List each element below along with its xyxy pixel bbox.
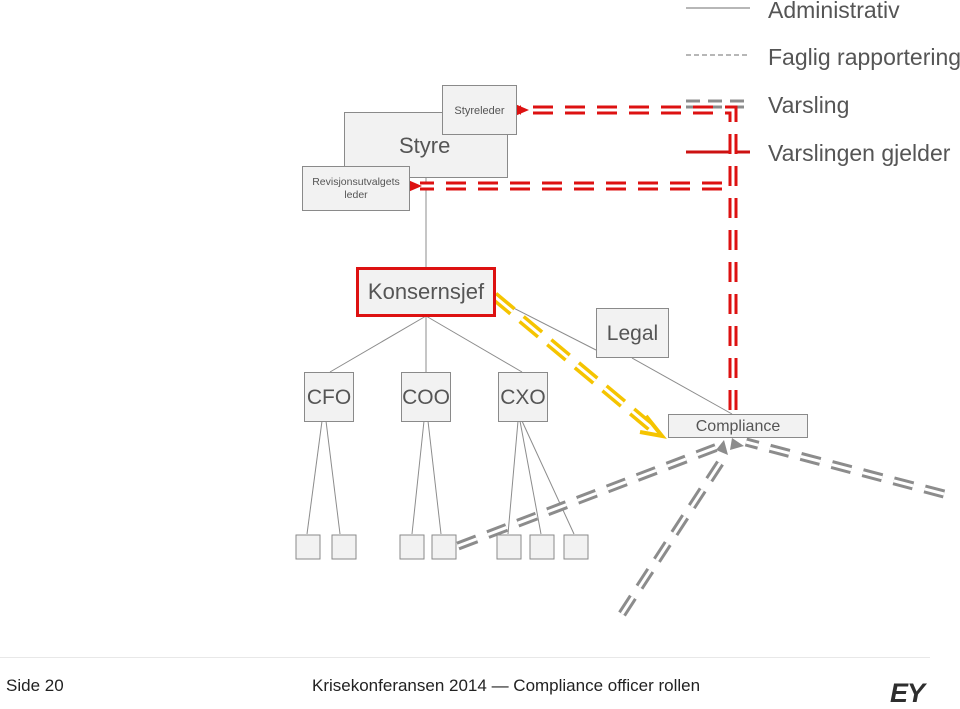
employee-box bbox=[295, 534, 321, 560]
red-whistle-lines bbox=[408, 104, 738, 410]
yellow-whistle-line bbox=[490, 292, 667, 439]
coo-label: COO bbox=[402, 386, 450, 409]
cxo-box: CXO bbox=[498, 372, 548, 422]
legend-professional-reporting: Faglig rapportering bbox=[768, 44, 960, 70]
board-chair-box: Styreleder bbox=[442, 85, 517, 135]
employee-box bbox=[431, 534, 457, 560]
employee-box bbox=[496, 534, 522, 560]
cfo-label: CFO bbox=[306, 386, 352, 409]
legal-box: Legal bbox=[596, 308, 669, 358]
legend-lines bbox=[686, 7, 750, 154]
compliance-box: Compliance bbox=[668, 414, 808, 438]
employee-box bbox=[529, 534, 555, 560]
employee-boxes bbox=[295, 534, 589, 560]
board-label: Styre bbox=[399, 133, 451, 158]
gray-whistle-lines bbox=[456, 437, 946, 617]
cfo-box: CFO bbox=[304, 372, 354, 422]
admin-lines bbox=[306, 176, 733, 535]
legend-whistleblowing-applies: Varslingen gjelder bbox=[768, 140, 951, 166]
audit-committee-chair-label-line1: Revisjonsutvalgets bbox=[312, 176, 400, 188]
cxo-label: CXO bbox=[500, 386, 546, 409]
footer-page-number: Side 20 bbox=[6, 676, 64, 695]
legend-whistleblowing: Varsling bbox=[768, 92, 850, 118]
footer-divider bbox=[0, 657, 930, 658]
ey-logo: EY bbox=[890, 678, 925, 708]
coo-box: COO bbox=[401, 372, 451, 422]
ceo-box: Konsernsjef bbox=[356, 267, 496, 317]
employee-box bbox=[331, 534, 357, 560]
footer-title: Krisekonferansen 2014 — Compliance offic… bbox=[312, 676, 701, 695]
legend-administrative: Administrativ bbox=[768, 0, 900, 23]
audit-committee-chair-box: Revisjonsutvalgets leder bbox=[302, 166, 410, 211]
board-chair-label: Styreleder bbox=[454, 105, 505, 117]
compliance-label: Compliance bbox=[695, 418, 781, 435]
ceo-label: Konsernsjef bbox=[367, 279, 485, 304]
employee-box bbox=[399, 534, 425, 560]
audit-committee-chair-label-line2: leder bbox=[344, 189, 368, 201]
employee-box bbox=[563, 534, 589, 560]
legal-label: Legal bbox=[606, 322, 659, 345]
